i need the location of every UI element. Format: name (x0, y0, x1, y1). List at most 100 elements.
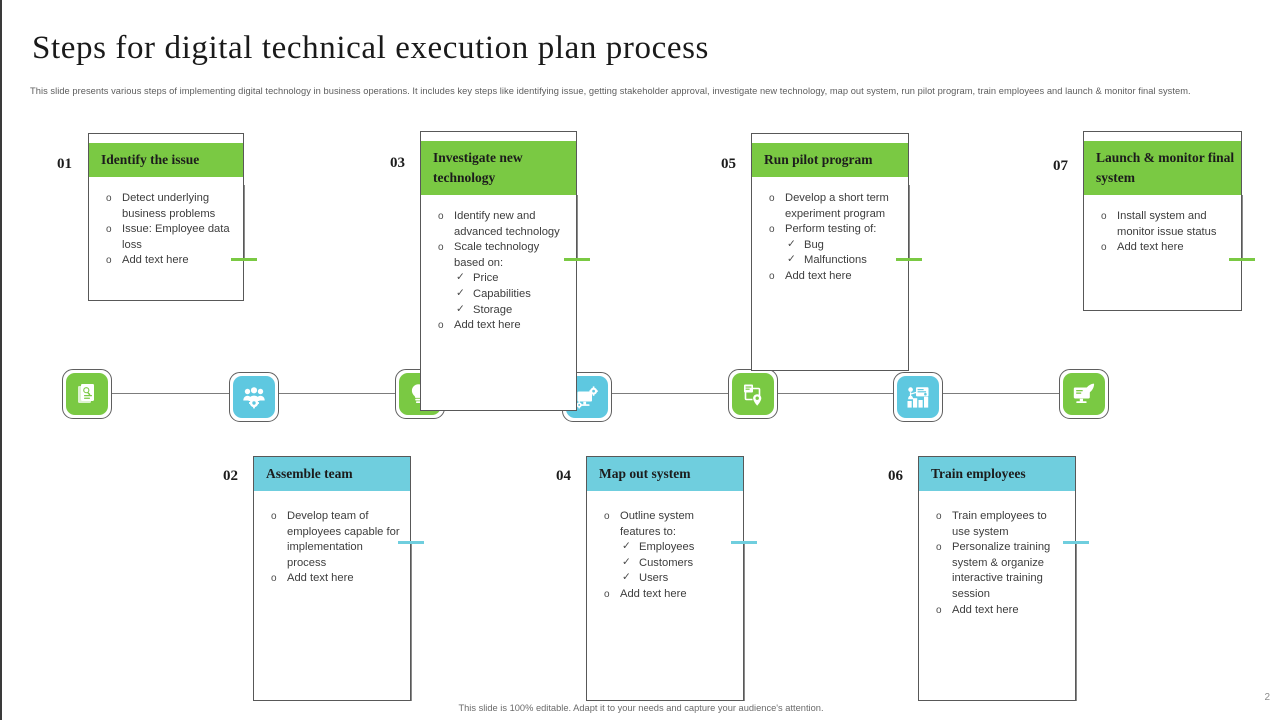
bullet-circle-icon: o (936, 511, 942, 522)
bullet-text: Develop team of employees capable for im… (287, 510, 400, 569)
bullet-circle-icon: o (936, 604, 942, 616)
sub-bullet-list: ✓ Employees ✓ Customers ✓Users (620, 540, 733, 587)
check-icon: ✓ (456, 271, 465, 284)
sub-bullet-text: Customers (639, 556, 694, 569)
timeline-node-07[interactable] (1059, 369, 1109, 419)
team-gear-icon (233, 376, 275, 418)
step-card-02[interactable]: Assemble team o Develop team of employees … (253, 456, 411, 701)
step-number-04: 04 (556, 468, 571, 484)
bullet-circle-icon: o (604, 511, 610, 522)
slide-description: This slide presents various steps of imp… (30, 86, 1191, 96)
page-number: 2 (1264, 692, 1270, 703)
bullet-circle-icon: o (1101, 242, 1107, 254)
connector-pole-04 (744, 541, 745, 701)
step-title-05: Run pilot program (752, 143, 908, 177)
training-presentation-icon (897, 376, 939, 418)
timeline-node-05[interactable] (728, 369, 778, 419)
bullet-item: o Train employees to use system (935, 509, 1065, 540)
bullet-circle-icon: o (271, 573, 277, 585)
bullet-text: Add text here (287, 572, 354, 585)
bullet-circle-icon: o (438, 211, 444, 222)
map-pin-document-icon (732, 373, 774, 415)
step-header-wrap: Investigate new technology (421, 132, 576, 195)
connector-foot-05 (896, 258, 922, 261)
step-title-01: Identify the issue (89, 143, 243, 177)
connector-foot-02 (398, 541, 424, 544)
bullet-text: Scale technology based on: (454, 241, 540, 269)
bullet-text: Issue: Employee data loss (122, 223, 230, 251)
step-number-07: 07 (1053, 158, 1068, 174)
bullet-text: Perform testing of: (785, 223, 877, 236)
bullet-text: Install system and monitor issue status (1117, 210, 1217, 238)
check-icon: ✓ (456, 302, 465, 315)
step-title-07: Launch & monitor final system (1084, 141, 1241, 195)
sub-bullet-text: Users (639, 572, 669, 585)
sub-bullet-item: ✓Capabilities (454, 287, 566, 303)
step-bullet-list: o Develop team of employees capable for i… (270, 509, 400, 587)
bullet-text: Add text here (122, 254, 189, 267)
bullet-text: Add text here (454, 319, 521, 332)
bullet-text: Add text here (620, 587, 687, 600)
step-header-wrap: Run pilot program (752, 134, 908, 177)
bullet-circle-icon: o (1101, 211, 1107, 222)
bullet-text: Train employees to use system (952, 510, 1047, 538)
step-card-04[interactable]: Map out system o Outline system features t… (586, 456, 744, 701)
sub-bullet-item: ✓ Employees (620, 540, 733, 556)
step-number-06: 06 (888, 468, 903, 484)
connector-pole-05 (909, 185, 910, 258)
step-card-07[interactable]: Launch & monitor final system o Install sy… (1083, 131, 1242, 311)
bullet-item: o Add text here (437, 318, 566, 334)
bullet-circle-icon: o (271, 511, 277, 522)
step-body-07: o Install system and monitor issue status… (1084, 195, 1241, 264)
step-bullet-list: o Outline system features to: ✓ Employees ✓ C… (603, 509, 733, 603)
connector-foot-06 (1063, 541, 1089, 544)
step-title-02: Assemble team (254, 457, 410, 491)
connector-pole-07 (1242, 195, 1243, 258)
step-number-05: 05 (721, 156, 736, 172)
step-header-wrap: Launch & monitor final system (1084, 132, 1241, 195)
timeline-node-02[interactable] (229, 372, 279, 422)
check-icon: ✓ (622, 540, 631, 553)
step-card-03[interactable]: Investigate new technology o Identify new … (420, 131, 577, 411)
timeline-node-01[interactable] (62, 369, 112, 419)
sub-bullet-text: Capabilities (473, 287, 531, 300)
timeline-node-06[interactable] (893, 372, 943, 422)
bullet-text: Identify new and advanced technology (454, 210, 560, 238)
step-number-01: 01 (57, 156, 72, 172)
step-body-04: o Outline system features to: ✓ Employees ✓ C… (587, 491, 743, 611)
connector-foot-04 (731, 541, 757, 544)
bullet-item: o Issue: Employee data loss (105, 222, 233, 253)
bullet-circle-icon: o (106, 224, 112, 236)
bullet-circle-icon: o (769, 193, 775, 204)
sub-bullet-list: ✓Price✓Capabilities✓Storage (454, 271, 566, 318)
sub-bullet-item: ✓Users (620, 571, 733, 587)
bullet-circle-icon: o (769, 224, 775, 236)
page-title: Steps for digital technical execution pl… (32, 30, 709, 66)
step-header-wrap: Map out system (587, 457, 743, 491)
check-icon: ✓ (622, 555, 631, 568)
sub-bullet-text: Malfunctions (804, 254, 867, 267)
bullet-circle-icon: o (106, 193, 112, 204)
sub-bullet-text: Employees (639, 541, 695, 554)
sub-bullet-item: ✓Malfunctions (785, 253, 898, 269)
bullet-text: Outline system features to: (620, 510, 694, 538)
connector-foot-01 (231, 258, 257, 261)
sub-bullet-list: ✓Bug✓Malfunctions (785, 238, 898, 269)
step-header-wrap: Identify the issue (89, 134, 243, 177)
footer-note: This slide is 100% editable. Adapt it to… (458, 703, 824, 713)
bullet-circle-icon: o (438, 320, 444, 332)
step-bullet-list: o Install system and monitor issue status… (1100, 209, 1231, 256)
